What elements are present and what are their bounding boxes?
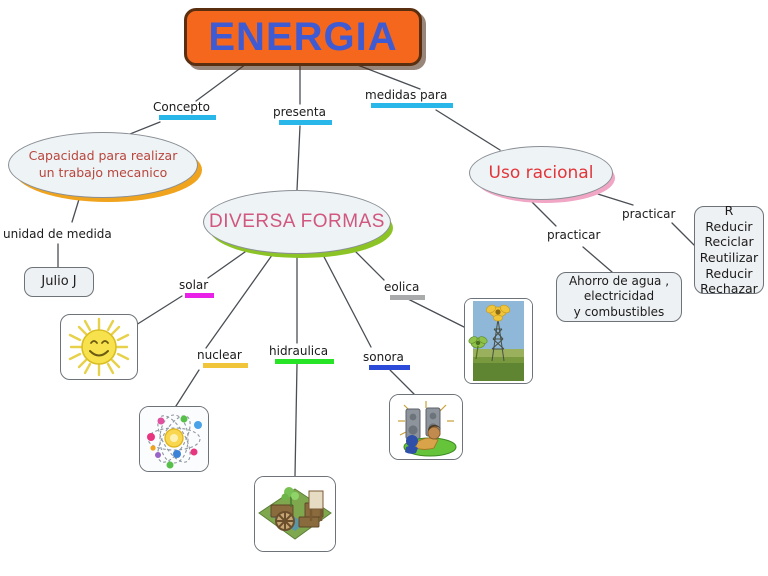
label-practicar-erres-text: practicar — [622, 207, 676, 221]
label-unidad-de-medida: unidad de medida — [2, 227, 113, 242]
smiling-sun-icon[interactable] — [60, 314, 138, 380]
label-eolica: eolica — [383, 280, 420, 301]
atom-icon[interactable] — [139, 406, 209, 472]
label-eolica-text: eolica — [384, 280, 420, 294]
label-hidraulica: hidraulica — [268, 344, 329, 365]
title-text: ENERGIA — [208, 15, 398, 59]
label-nuclear-text: nuclear — [197, 348, 242, 362]
label-unidad-de-medida-text: unidad de medida — [3, 227, 112, 241]
node-uso-racional-text: Uso racional — [488, 163, 594, 183]
node-uso-racional[interactable]: Uso racional — [469, 146, 613, 200]
node-julio-j[interactable]: Julio J — [24, 267, 94, 297]
label-medidas-para: medidas para — [364, 88, 448, 109]
label-solar-text: solar — [179, 278, 209, 292]
label-practicar-ahorro: practicar — [546, 228, 601, 243]
label-presenta-text: presenta — [273, 105, 326, 119]
label-concepto-text: Concepto — [153, 100, 210, 114]
water-mill-icon[interactable] — [254, 476, 336, 552]
label-medidas-para-text: medidas para — [365, 88, 448, 102]
wind-turbine-photo[interactable] — [464, 298, 533, 384]
label-practicar-erres: practicar — [621, 207, 676, 222]
label-hidraulica-text: hidraulica — [269, 344, 329, 358]
title-node-energia[interactable]: ENERGIA — [184, 8, 422, 66]
node-julio-j-text: Julio J — [41, 273, 77, 289]
node-diversa-formas-text: DIVERSA FORMAS — [209, 211, 385, 232]
node-diversa-formas[interactable]: DIVERSA FORMAS — [203, 190, 391, 254]
label-solar: solar — [178, 278, 209, 299]
loudspeakers-person-icon[interactable] — [389, 394, 463, 460]
label-presenta: presenta — [272, 105, 327, 126]
label-sonora: sonora — [362, 350, 405, 371]
label-sonora-text: sonora — [363, 350, 404, 364]
label-nuclear: nuclear — [196, 348, 243, 369]
label-concepto: Concepto — [152, 100, 211, 121]
label-practicar-ahorro-text: practicar — [547, 228, 601, 242]
